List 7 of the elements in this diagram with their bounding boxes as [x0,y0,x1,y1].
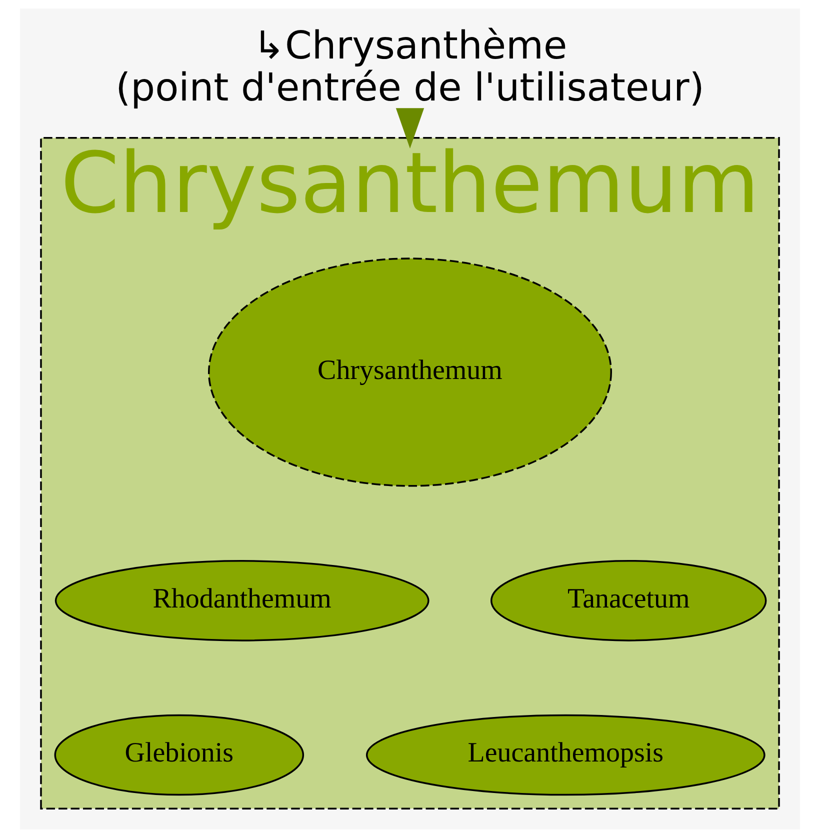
node-ellipse: Leucanthemopsis [366,714,766,796]
node-text: ↳Chrysanthème (point d'entrée de l'utilisateur) [116,23,704,110]
node-ellipse: Chrysanthemum [208,258,612,487]
arrow [396,108,424,148]
node-ellipse: Tanacetum [490,560,767,642]
node-ellipse: Glebionis [54,714,304,796]
node-ellipse: Rhodanthemum [54,560,430,642]
